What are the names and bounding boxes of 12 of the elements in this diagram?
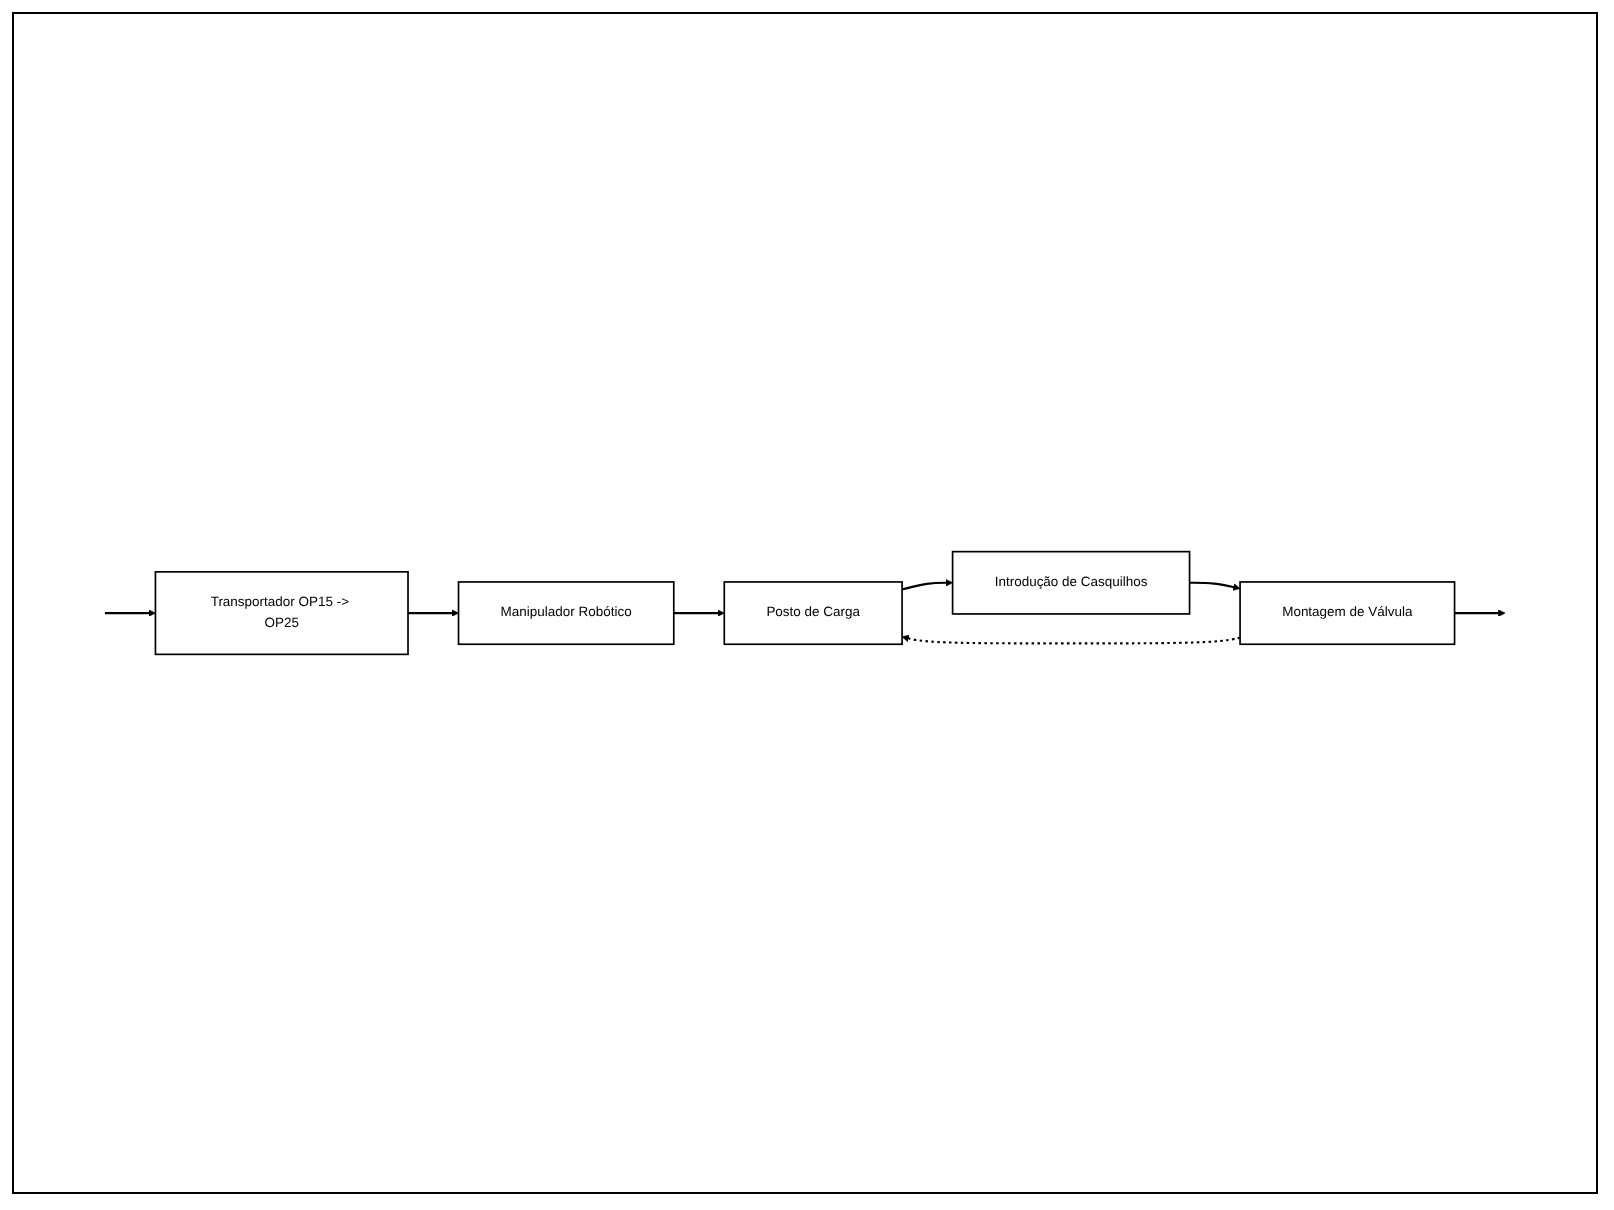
arrow (1189, 581, 1241, 591)
arrow (901, 634, 1241, 645)
node-box (951, 550, 1191, 615)
arrow (104, 609, 156, 617)
arrow (673, 609, 725, 617)
node-box (1239, 581, 1456, 646)
node-box (723, 581, 903, 646)
arrow (901, 579, 953, 591)
node-box (457, 581, 675, 646)
arrow (1454, 609, 1506, 617)
arrow (408, 609, 459, 617)
node-box (154, 571, 409, 656)
